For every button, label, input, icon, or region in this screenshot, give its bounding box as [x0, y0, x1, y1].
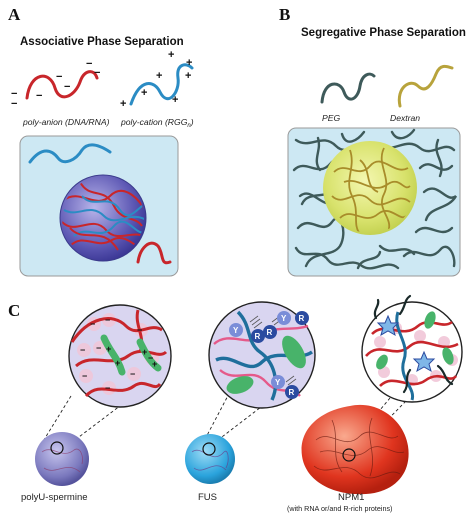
panel-b: B Segregative Phase Separation PEG Dextr… — [279, 5, 466, 277]
svg-text:−: − — [11, 98, 17, 110]
svg-text:−: − — [105, 383, 110, 393]
peg-strand — [320, 72, 376, 104]
droplet-npm1 — [301, 404, 409, 495]
svg-text:R: R — [255, 332, 261, 341]
droplet-fus — [185, 434, 235, 484]
droplet-fus-label: FUS — [198, 492, 217, 503]
polyanion-charges: − − − − − − − — [11, 58, 100, 110]
panel-letter-a: A — [8, 5, 21, 24]
svg-text:+: + — [185, 70, 191, 82]
pi-stacking-lines — [249, 315, 297, 386]
svg-text:+: + — [168, 49, 174, 61]
free-polycation-strand — [28, 143, 112, 164]
svg-text:−: − — [148, 353, 153, 363]
dextran-network — [331, 147, 411, 233]
spermine-molecules — [100, 334, 162, 376]
polycation-charges: + + + + + + + — [120, 49, 192, 110]
svg-text:Y: Y — [275, 378, 281, 387]
polycation-strand — [129, 63, 194, 106]
panel-a: A Associative Phase Separation − − − − −… — [8, 5, 194, 277]
coacervate-droplet — [59, 174, 147, 262]
panel-c: C — [8, 294, 463, 513]
zoom-circle-polyu: − − − − − − − − − + + + + — [68, 304, 172, 408]
droplet-polyu-spermine — [35, 432, 89, 486]
svg-text:Y: Y — [281, 314, 287, 323]
svg-text:+: + — [106, 344, 111, 354]
svg-text:Y: Y — [233, 326, 239, 335]
svg-text:−: − — [80, 345, 85, 355]
svg-text:−: − — [137, 325, 142, 335]
svg-text:R: R — [289, 388, 295, 397]
svg-text:+: + — [152, 359, 157, 369]
polyanion-strand — [25, 70, 99, 100]
svg-text:−: − — [105, 315, 110, 325]
arginine-residues: R R R R — [251, 311, 309, 399]
svg-text:R: R — [299, 314, 305, 323]
panel-letter-b: B — [279, 5, 290, 24]
svg-text:−: − — [64, 81, 70, 93]
svg-text:−: − — [130, 369, 135, 379]
npm1-pentamer-stars — [376, 314, 436, 373]
droplet-npm1-sublabel: (with RNA or/and R-rich proteins) — [287, 504, 392, 513]
svg-text:R: R — [267, 328, 273, 337]
svg-text:+: + — [156, 70, 162, 82]
droplet-polyu-label: polyU-spermine — [21, 492, 88, 503]
svg-text:−: − — [82, 371, 87, 381]
peg-label: PEG — [322, 113, 340, 123]
svg-text:+: + — [141, 87, 147, 99]
svg-text:−: − — [56, 71, 62, 83]
npm1-tails — [373, 294, 454, 394]
polycation-label: poly-cation (RGGn) — [120, 117, 194, 129]
tyrosine-residues: Y Y Y — [229, 311, 291, 389]
svg-text:+: + — [120, 98, 126, 110]
svg-text:+: + — [115, 358, 120, 368]
dextran-strand — [397, 64, 454, 108]
panel-a-title: Associative Phase Separation — [20, 36, 184, 48]
svg-text:−: − — [36, 90, 42, 102]
svg-text:−: − — [11, 88, 17, 100]
panel-letter-c: C — [8, 301, 20, 320]
svg-text:+: + — [186, 57, 192, 69]
fus-rgg-domains — [226, 335, 306, 394]
svg-text:−: − — [94, 67, 100, 79]
svg-text:−: − — [96, 343, 101, 353]
droplet-npm1-label: NPM1 — [338, 492, 364, 503]
polyanion-label: poly-anion (DNA/RNA) — [22, 117, 110, 127]
free-polyanion-strand — [136, 241, 172, 265]
dextran-label: Dextran — [390, 113, 420, 123]
svg-text:−: − — [90, 319, 95, 329]
npm1-green-domains — [376, 311, 454, 370]
dextran-rich-droplet — [323, 141, 417, 235]
svg-text:+: + — [172, 94, 178, 106]
zoom-circle-fus: Y Y Y R R R R — [208, 301, 316, 409]
polyu-charges: − − − − − − − − − + + + + — [80, 315, 157, 393]
svg-text:−: − — [86, 58, 92, 70]
zoom-circle-npm1 — [361, 294, 463, 403]
panel-b-title: Segregative Phase Separation — [301, 27, 466, 39]
svg-text:+: + — [142, 347, 147, 357]
